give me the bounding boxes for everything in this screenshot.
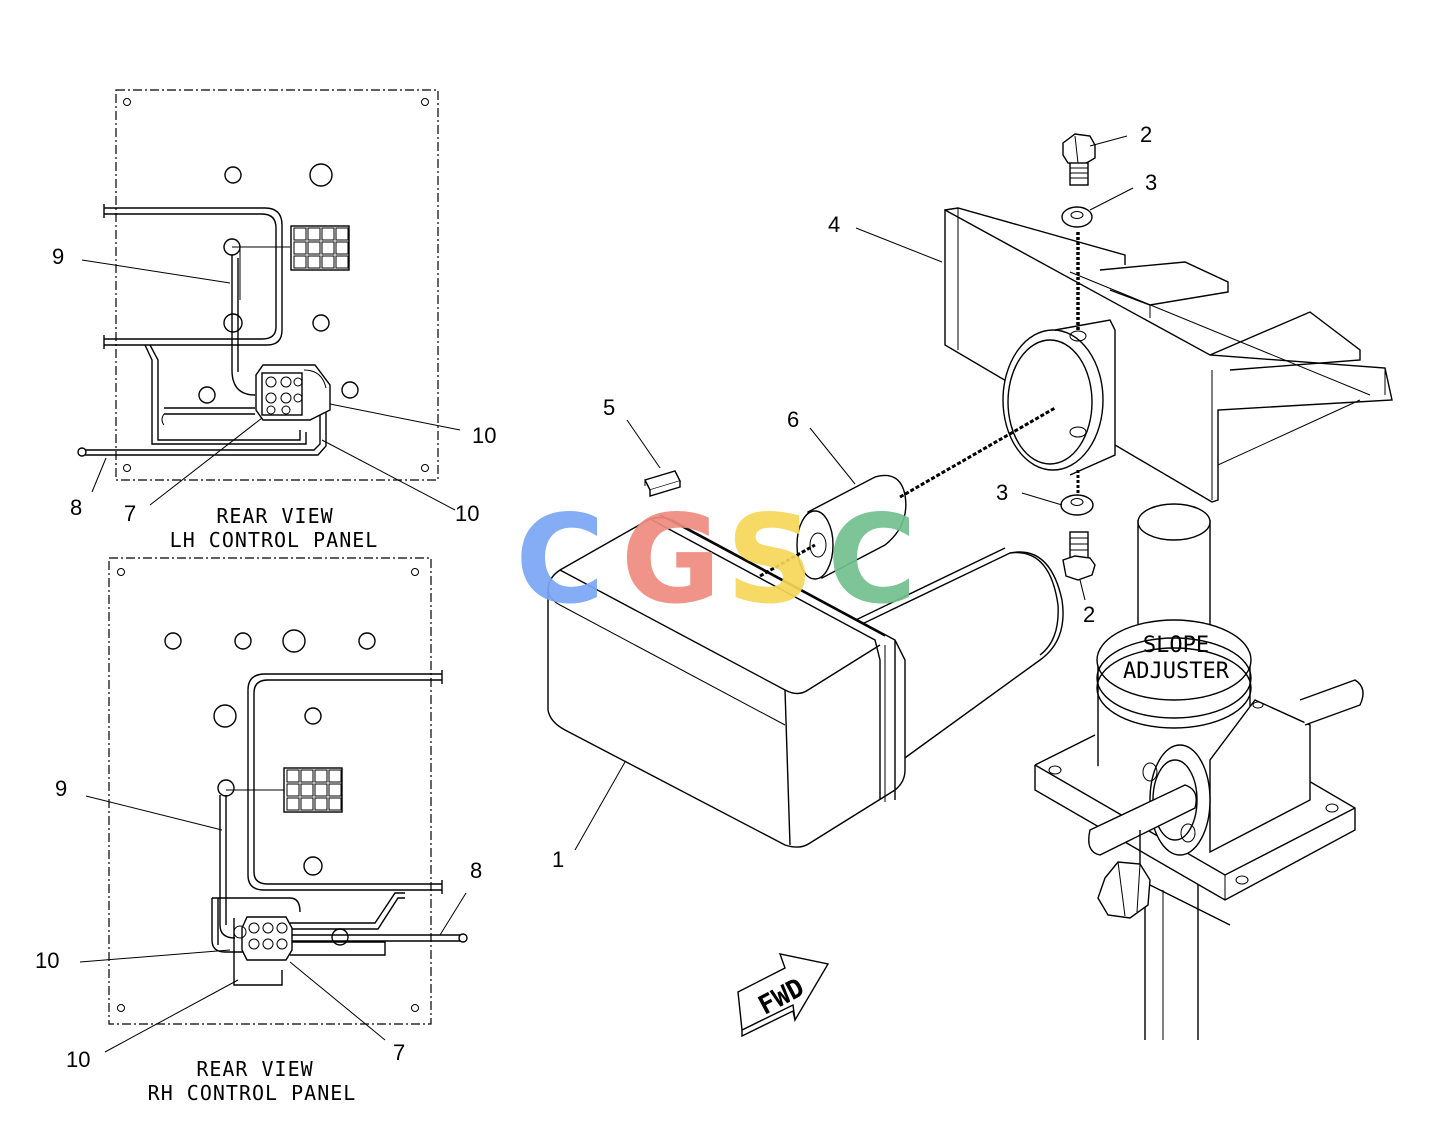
part-callout-1: 1 (552, 847, 564, 872)
lh-leader-lines (81, 259, 461, 511)
rh-callout-7: 7 (393, 1040, 405, 1065)
part-callout-5: 5 (603, 395, 615, 420)
lh-callout-7: 7 (124, 501, 136, 526)
rh-terminal-block (283, 767, 343, 813)
rh-callout-8: 8 (470, 858, 482, 883)
lh-panel-outline (115, 89, 439, 481)
part-leader-lines (574, 135, 1134, 851)
adjuster-label-line1: SLOPE (1143, 633, 1209, 658)
watermark-letter-s: S (726, 489, 814, 631)
rh-callout-10-upper: 10 (35, 948, 59, 973)
rh-leader-lines (79, 795, 467, 1053)
key (644, 470, 681, 497)
rh-callout-10-lower: 10 (66, 1047, 90, 1072)
bolt-bottom (1062, 531, 1096, 581)
lh-caption-line2: LH CONTROL PANEL (170, 528, 379, 552)
slope-adjuster: SLOPE ADJUSTER (1034, 503, 1364, 1040)
lh-connector-7 (255, 364, 331, 421)
lh-control-panel: 9 10 10 7 8 REAR VIEW LH CONTROL PANEL (52, 89, 496, 552)
rh-panel-corner-holes (117, 568, 419, 1012)
lh-callout-10-upper: 10 (472, 423, 496, 448)
rh-wire-harness (211, 670, 468, 986)
part-callout-3-top: 3 (1145, 170, 1157, 195)
rh-connector-7 (233, 916, 293, 961)
rh-callout-9: 9 (55, 776, 67, 801)
rh-caption-line2: RH CONTROL PANEL (148, 1081, 357, 1105)
lh-panel-corner-holes (123, 98, 429, 472)
washer-bottom (1060, 494, 1094, 516)
part-callout-2-top: 2 (1140, 122, 1152, 147)
lh-panel-holes (198, 163, 359, 404)
part-callout-3-bottom: 3 (996, 480, 1008, 505)
cgsc-watermark: C G S C (515, 489, 917, 631)
adjuster-label-line2: ADJUSTER (1123, 659, 1230, 684)
lh-wire-harness (77, 204, 327, 457)
lh-terminal-block (290, 225, 350, 271)
motor (547, 514, 1064, 848)
watermark-letter-g: G (621, 489, 721, 631)
lh-caption-line1: REAR VIEW (216, 504, 333, 528)
rh-panel-outline (108, 557, 432, 1025)
lh-callout-9: 9 (52, 244, 64, 269)
part-callout-2-bottom: 2 (1083, 602, 1095, 627)
rh-control-panel: 9 8 10 10 7 REAR VIEW RH CONTROL PANEL (35, 557, 482, 1105)
watermark-letter-c2: C (827, 489, 917, 631)
mounting-bracket (944, 207, 1393, 503)
lh-callout-8: 8 (70, 495, 82, 520)
washer-top (1061, 206, 1093, 228)
shaft-axis-lower (759, 543, 816, 578)
rh-caption-line1: REAR VIEW (196, 1057, 313, 1081)
part-callout-4: 4 (828, 212, 840, 237)
fwd-arrow: FWD (737, 953, 830, 1038)
lh-callout-10-lower: 10 (455, 501, 479, 526)
watermark-letter-c1: C (515, 489, 605, 631)
part-callout-6: 6 (787, 407, 799, 432)
bolt-top (1062, 133, 1096, 186)
